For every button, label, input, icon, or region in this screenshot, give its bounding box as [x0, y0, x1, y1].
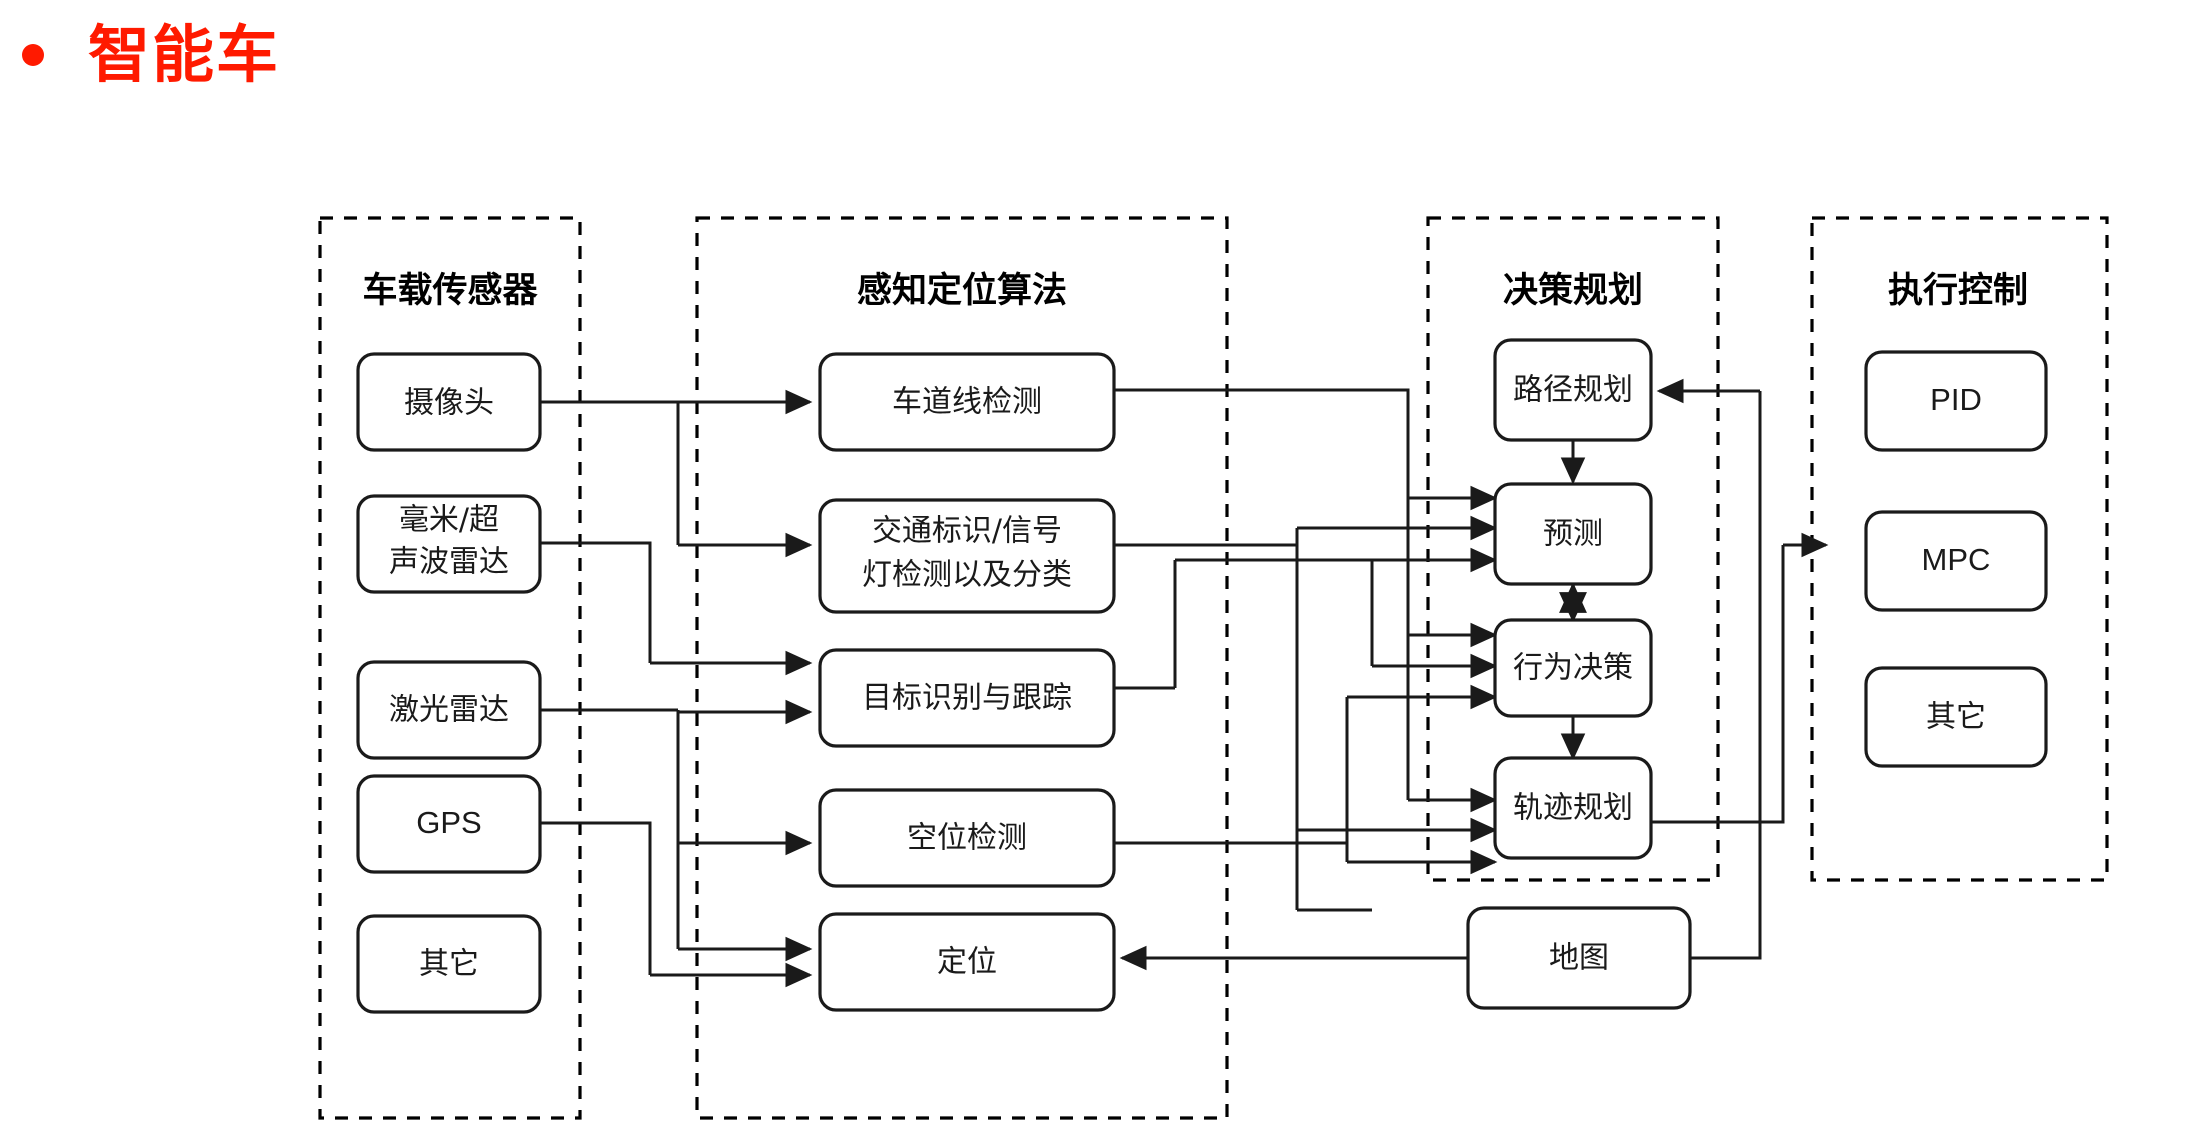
- node-sign-detection-label-line1: 交通标识/信号: [872, 514, 1062, 549]
- node-sensor-other-label: 其它: [419, 947, 479, 982]
- node-trajectory-planning-label: 轨迹规划: [1513, 791, 1633, 826]
- node-lane-detection-box[interactable]: [818, 352, 1116, 452]
- group-title-sensors: 车载传感器: [362, 271, 538, 311]
- node-sign-detection-box[interactable]: [818, 498, 1116, 614]
- node-control-other-label: 其它: [1926, 700, 1986, 735]
- node-object-tracking-box[interactable]: [818, 648, 1116, 748]
- node-behavior-decision[interactable]: 行为决策: [1493, 618, 1653, 718]
- group-title-perception: 感知定位算法: [857, 271, 1067, 311]
- node-sign-detection[interactable]: 交通标识/信号 灯检测以及分类: [818, 498, 1116, 614]
- node-trajectory-planning[interactable]: 轨迹规划: [1493, 756, 1653, 860]
- node-lidar-label: 激光雷达: [389, 693, 509, 728]
- node-lidar-box[interactable]: [356, 660, 542, 760]
- node-mpc-box[interactable]: [1864, 510, 2048, 612]
- node-localization[interactable]: 定位: [818, 912, 1116, 1012]
- node-object-tracking[interactable]: 目标识别与跟踪: [818, 648, 1116, 748]
- edge-trajectory-out: [1651, 545, 1785, 824]
- node-mpc-label: MPC: [1922, 542, 1991, 577]
- node-camera[interactable]: 摄像头: [356, 352, 542, 452]
- node-radar-box[interactable]: [356, 494, 542, 594]
- group-title-control: 执行控制: [1888, 271, 2028, 311]
- group-title-planning: 决策规划: [1503, 271, 1643, 311]
- node-map[interactable]: 地图: [1466, 906, 1692, 1010]
- node-localization-label: 定位: [937, 945, 997, 980]
- node-camera-box[interactable]: [356, 352, 542, 452]
- node-behavior-decision-label: 行为决策: [1513, 651, 1633, 686]
- node-pid-box[interactable]: [1864, 350, 2048, 452]
- node-localization-box[interactable]: [818, 912, 1116, 1012]
- node-route-planning-label: 路径规划: [1513, 373, 1633, 408]
- node-sensor-other[interactable]: 其它: [356, 914, 542, 1014]
- node-gps-label: GPS: [416, 805, 481, 840]
- group-frame-control: [1810, 216, 2109, 882]
- node-gps-box[interactable]: [356, 774, 542, 874]
- node-slot-detection[interactable]: 空位检测: [818, 788, 1116, 888]
- node-sign-detection-label-line2: 灯检测以及分类: [862, 558, 1072, 593]
- bullet-dot-icon: [22, 44, 44, 66]
- node-gps[interactable]: GPS: [356, 774, 542, 874]
- node-radar-label-line2: 声波雷达: [389, 545, 509, 580]
- node-object-tracking-label: 目标识别与跟踪: [862, 681, 1072, 716]
- node-slot-detection-box[interactable]: [818, 788, 1116, 888]
- group-frame-sensors: [318, 216, 582, 1120]
- node-slot-detection-label: 空位检测: [907, 821, 1027, 856]
- node-behavior-decision-box[interactable]: [1493, 618, 1653, 718]
- node-prediction-box[interactable]: [1493, 482, 1653, 586]
- group-frame-perception: [695, 216, 1229, 1120]
- edge-map-to-route-vert: [1690, 391, 1762, 960]
- node-prediction-label: 预测: [1543, 517, 1603, 552]
- node-control-other[interactable]: 其它: [1864, 666, 2048, 768]
- node-prediction[interactable]: 预测: [1493, 482, 1653, 586]
- node-trajectory-planning-box[interactable]: [1493, 756, 1653, 860]
- group-frame-planning: [1426, 216, 1720, 882]
- node-lane-detection-label: 车道线检测: [892, 385, 1042, 420]
- edge-radar-bend: [540, 541, 652, 663]
- node-radar-label-line1: 毫米/超: [399, 503, 499, 538]
- slide-title-row: 智能车: [0, 0, 2193, 110]
- node-lane-detection[interactable]: 车道线检测: [818, 352, 1116, 452]
- node-sensor-other-box[interactable]: [356, 914, 542, 1014]
- edge-gps-bend: [540, 821, 652, 975]
- node-map-box[interactable]: [1466, 906, 1692, 1010]
- page-title: 智能车: [88, 18, 281, 91]
- node-control-other-box[interactable]: [1864, 666, 2048, 768]
- node-radar[interactable]: 毫米/超 声波雷达: [356, 494, 542, 594]
- node-route-planning-box[interactable]: [1493, 338, 1653, 442]
- node-map-label: 地图: [1549, 941, 1609, 976]
- node-lidar[interactable]: 激光雷达: [356, 660, 542, 760]
- node-route-planning[interactable]: 路径规划: [1493, 338, 1653, 442]
- node-pid[interactable]: PID: [1864, 350, 2048, 452]
- node-pid-label: PID: [1930, 382, 1982, 417]
- node-camera-label: 摄像头: [404, 386, 494, 421]
- edge-lane-trunk: [1114, 388, 1410, 800]
- node-mpc[interactable]: MPC: [1864, 510, 2048, 612]
